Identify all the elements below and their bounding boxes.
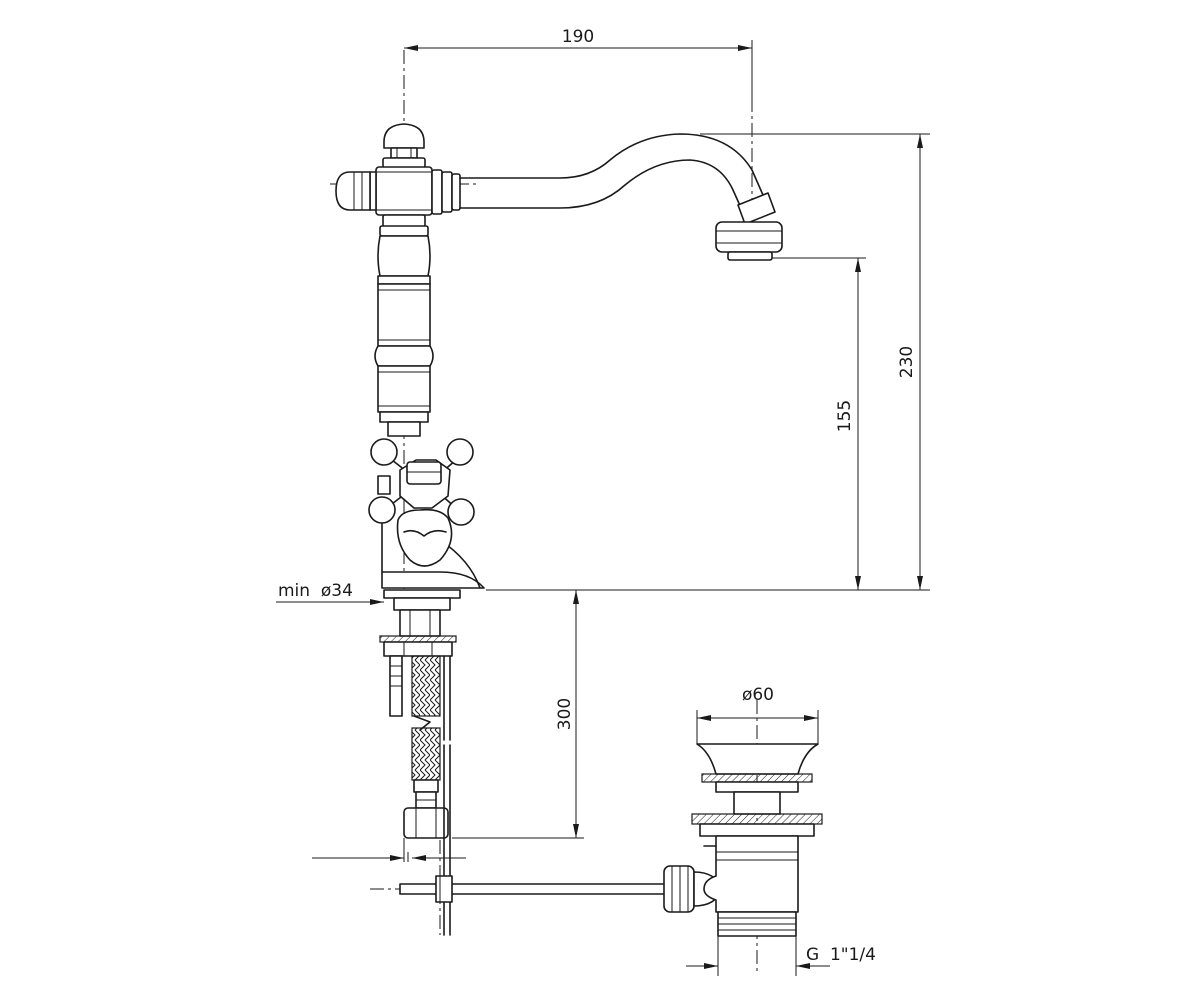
left-side-knob [335, 171, 371, 211]
popup-waste [399, 743, 823, 937]
under-counter-fittings [379, 589, 461, 936]
waste-cap [696, 743, 819, 775]
lower-handle [396, 508, 453, 567]
dim-waste-diameter: ø60 [742, 685, 774, 705]
column-upper [377, 235, 431, 277]
dim-spout-reach: 190 [562, 27, 594, 47]
column-lower [377, 365, 431, 413]
fixing-washer [379, 635, 457, 643]
spout-tube-underside [459, 159, 743, 211]
spout-tube [459, 133, 764, 196]
top-finial [383, 123, 425, 149]
dimension-lines [276, 40, 930, 976]
fixing-nut [383, 641, 453, 657]
dim-hose-length: 300 [555, 698, 575, 730]
dim-min-hole: min ø34 [278, 581, 353, 601]
dimension-labels: 190 230 155 300 min ø34 ø60 G 1"1/4 [278, 27, 917, 965]
threaded-shank [399, 609, 441, 637]
faucet-body [335, 123, 783, 589]
upper-cross [375, 166, 433, 216]
waste-body [703, 835, 799, 913]
aerator [715, 221, 783, 253]
hose-end-nut [403, 807, 449, 839]
braided-hose-upper [411, 655, 441, 717]
dim-waste-thread: G 1"1/4 [806, 945, 876, 965]
braided-hose-lower [411, 727, 441, 781]
dim-total-height: 230 [897, 346, 917, 378]
waste-flange-gasket [691, 813, 823, 825]
mixer-block [381, 499, 485, 589]
cross-handle [368, 438, 475, 526]
dim-spout-height: 155 [835, 400, 855, 432]
rod-nut [663, 865, 695, 913]
column-middle [377, 283, 431, 347]
